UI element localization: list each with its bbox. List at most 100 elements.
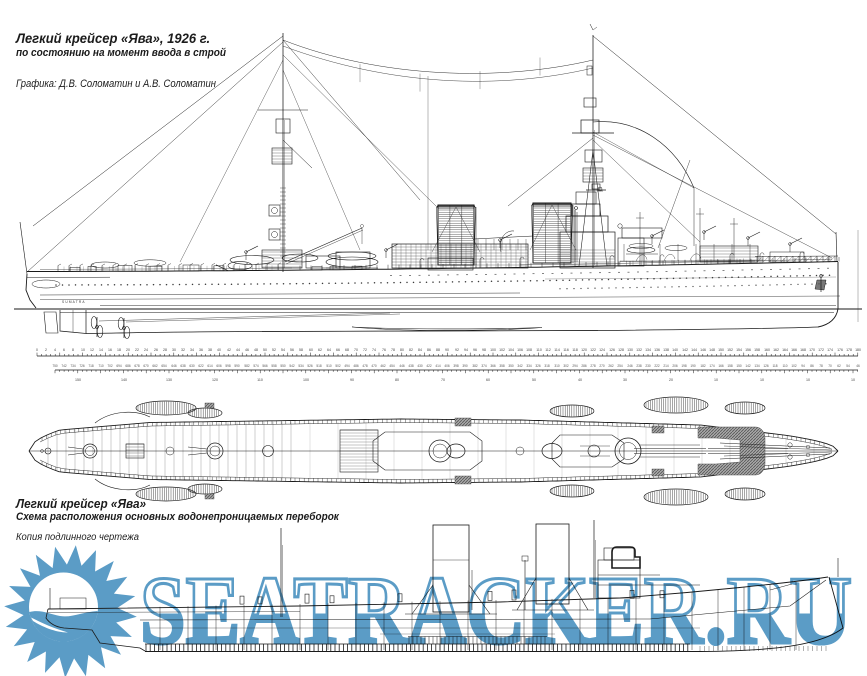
svg-text:42: 42 (227, 348, 231, 352)
svg-text:710: 710 (98, 364, 104, 368)
svg-text:182: 182 (700, 364, 706, 368)
svg-text:630: 630 (189, 364, 195, 368)
svg-text:24: 24 (144, 348, 148, 352)
svg-text:342: 342 (517, 364, 523, 368)
svg-text:80: 80 (400, 348, 404, 352)
svg-text:120: 120 (212, 378, 218, 382)
svg-text:138: 138 (663, 348, 669, 352)
svg-text:10: 10 (714, 378, 718, 382)
svg-text:358: 358 (499, 364, 505, 368)
svg-text:166: 166 (718, 364, 724, 368)
svg-text:118: 118 (772, 364, 777, 368)
svg-text:2: 2 (45, 348, 47, 352)
svg-text:30: 30 (172, 348, 176, 352)
svg-text:734: 734 (70, 364, 76, 368)
svg-text:90: 90 (350, 378, 354, 382)
svg-text:56: 56 (290, 348, 294, 352)
svg-text:542: 542 (289, 364, 295, 368)
svg-text:10: 10 (851, 378, 855, 382)
svg-text:166: 166 (791, 348, 797, 352)
svg-text:102: 102 (791, 364, 797, 368)
svg-text:174: 174 (709, 364, 715, 368)
svg-text:574: 574 (253, 364, 259, 368)
svg-text:130: 130 (166, 378, 172, 382)
svg-text:90: 90 (445, 348, 449, 352)
svg-text:94: 94 (464, 348, 468, 352)
svg-text:76: 76 (382, 348, 386, 352)
svg-text:22: 22 (135, 348, 139, 352)
svg-text:178: 178 (846, 348, 852, 352)
svg-text:262: 262 (608, 364, 614, 368)
svg-text:742: 742 (61, 364, 67, 368)
svg-text:116: 116 (563, 348, 569, 352)
svg-text:140: 140 (672, 348, 678, 352)
svg-text:60: 60 (486, 378, 490, 382)
svg-text:120: 120 (581, 348, 587, 352)
svg-text:92: 92 (455, 348, 459, 352)
svg-text:518: 518 (316, 364, 322, 368)
svg-text:60: 60 (309, 348, 313, 352)
svg-text:26: 26 (154, 348, 158, 352)
svg-text:694: 694 (116, 364, 122, 368)
svg-text:18: 18 (117, 348, 121, 352)
svg-text:430: 430 (417, 364, 423, 368)
svg-text:162: 162 (773, 348, 779, 352)
svg-text:SEATRACKER: SEATRACKER (140, 557, 704, 665)
svg-text:606: 606 (216, 364, 222, 368)
svg-text:174: 174 (827, 348, 833, 352)
svg-text:462: 462 (380, 364, 386, 368)
svg-text:214: 214 (663, 364, 669, 368)
svg-text:170: 170 (809, 348, 815, 352)
svg-text:48: 48 (254, 348, 258, 352)
svg-text:100: 100 (303, 378, 309, 382)
svg-text:54: 54 (846, 364, 850, 368)
svg-text:334: 334 (526, 364, 532, 368)
svg-text:238: 238 (636, 364, 642, 368)
svg-text:350: 350 (508, 364, 514, 368)
svg-text:110: 110 (257, 378, 263, 382)
svg-text:78: 78 (391, 348, 395, 352)
svg-text:150: 150 (736, 364, 742, 368)
svg-text:326: 326 (535, 364, 541, 368)
svg-text:510: 510 (326, 364, 332, 368)
svg-text:80: 80 (395, 378, 399, 382)
svg-text:502: 502 (335, 364, 341, 368)
svg-text:20: 20 (126, 348, 130, 352)
svg-text:390: 390 (462, 364, 468, 368)
svg-text:222: 222 (654, 364, 660, 368)
svg-text:646: 646 (171, 364, 177, 368)
svg-text:52: 52 (272, 348, 276, 352)
svg-text:590: 590 (234, 364, 240, 368)
svg-text:66: 66 (336, 348, 340, 352)
svg-text:246: 246 (627, 364, 633, 368)
svg-text:122: 122 (590, 348, 596, 352)
svg-text:176: 176 (837, 348, 843, 352)
svg-text:230: 230 (645, 364, 651, 368)
svg-text:70: 70 (828, 364, 832, 368)
svg-text:20: 20 (669, 378, 673, 382)
svg-text:110: 110 (536, 348, 542, 352)
svg-text:78: 78 (819, 364, 823, 368)
svg-text:70: 70 (354, 348, 358, 352)
svg-text:638: 638 (180, 364, 186, 368)
svg-text:104: 104 (508, 348, 514, 352)
svg-text:152: 152 (727, 348, 733, 352)
svg-text:108: 108 (526, 348, 532, 352)
svg-text:94: 94 (801, 364, 805, 368)
svg-text:278: 278 (590, 364, 596, 368)
svg-text:254: 254 (617, 364, 623, 368)
svg-text:100: 100 (490, 348, 496, 352)
svg-text:62: 62 (318, 348, 322, 352)
svg-text:134: 134 (754, 364, 760, 368)
svg-text:582: 582 (244, 364, 250, 368)
svg-text:422: 422 (426, 364, 432, 368)
svg-text:686: 686 (125, 364, 131, 368)
svg-text:70: 70 (441, 378, 445, 382)
svg-text:718: 718 (88, 364, 94, 368)
svg-text:34: 34 (190, 348, 194, 352)
svg-text:654: 654 (161, 364, 167, 368)
svg-text:160: 160 (764, 348, 770, 352)
svg-text:414: 414 (435, 364, 441, 368)
svg-text:68: 68 (345, 348, 349, 352)
svg-text:84: 84 (418, 348, 422, 352)
